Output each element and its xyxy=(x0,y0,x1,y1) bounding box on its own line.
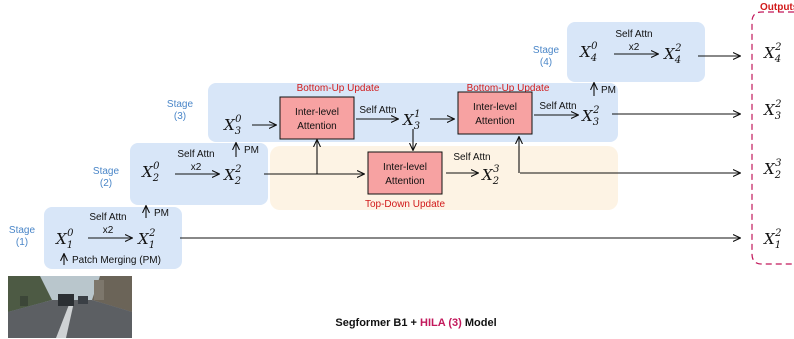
out-x3-2: X32 xyxy=(763,99,781,122)
pm-1-2: PM xyxy=(154,208,169,219)
attn-td-line2: Attention xyxy=(385,176,424,187)
outputs-box xyxy=(751,11,794,265)
figure-caption: Segformer B1 + HILA (3) Model xyxy=(335,317,496,329)
stage-4-x2: x2 xyxy=(629,42,640,53)
stage-3-self-attn-1: Self Attn xyxy=(359,105,396,116)
bottom-up-label-2: Bottom-Up Update xyxy=(467,83,550,94)
stage-3-label: Stage xyxy=(167,99,194,110)
attn-bu1-line2: Attention xyxy=(297,121,336,132)
stage-1-label: Stage xyxy=(9,225,36,236)
out-x1-2: X12 xyxy=(763,228,781,251)
td-self-attn: Self Attn xyxy=(453,152,490,163)
inter-level-attention-topdown xyxy=(367,151,443,195)
stage-4-self-attn: Self Attn xyxy=(615,29,652,40)
out-x4-2: X42 xyxy=(763,42,781,65)
outputs-label: Outputs xyxy=(760,2,794,13)
x3-0: X30 xyxy=(223,114,242,137)
input-street-image xyxy=(8,276,132,338)
inter-level-attention-bu1 xyxy=(279,96,355,140)
x2-0: X20 xyxy=(141,161,160,184)
attn-td-line1: Inter-level xyxy=(383,162,427,173)
x3-2: X32 xyxy=(581,105,599,128)
stage-2-x2: x2 xyxy=(191,162,202,173)
x2-2: X22 xyxy=(223,164,241,187)
patch-merging-label: Patch Merging (PM) xyxy=(72,255,161,266)
attn-bu1-line1: Inter-level xyxy=(295,107,339,118)
stage-1-self-attn: Self Attn xyxy=(89,212,126,223)
top-down-label: Top-Down Update xyxy=(365,199,445,210)
stage-4-num: (4) xyxy=(540,57,552,68)
inter-level-attention-bu2 xyxy=(457,91,533,135)
x1-2: X12 xyxy=(137,228,155,251)
x1-0: X10 xyxy=(55,228,74,251)
stage-1-x2: x2 xyxy=(103,225,114,236)
pm-3-4: PM xyxy=(601,85,616,96)
pm-2-3: PM xyxy=(244,145,259,156)
stage-4-label: Stage xyxy=(533,45,560,56)
x2-3: X23 xyxy=(481,164,499,187)
stage-1-num: (1) xyxy=(16,237,28,248)
stage-3-num: (3) xyxy=(174,111,186,122)
x4-2: X42 xyxy=(663,43,681,66)
out-x2-3: X23 xyxy=(763,158,781,181)
attn-bu2-line2: Attention xyxy=(475,116,514,127)
stage-2-label: Stage xyxy=(93,166,120,177)
stage-2-self-attn: Self Attn xyxy=(177,149,214,160)
bottom-up-label-1: Bottom-Up Update xyxy=(297,83,380,94)
stage-4-box xyxy=(567,22,705,82)
stage-2-num: (2) xyxy=(100,178,112,189)
attn-bu2-line1: Inter-level xyxy=(473,102,517,113)
topdown-region xyxy=(270,146,618,210)
x4-0: X40 xyxy=(579,41,598,64)
stage-3-self-attn-2: Self Attn xyxy=(539,101,576,112)
x3-1: X31 xyxy=(402,109,420,132)
